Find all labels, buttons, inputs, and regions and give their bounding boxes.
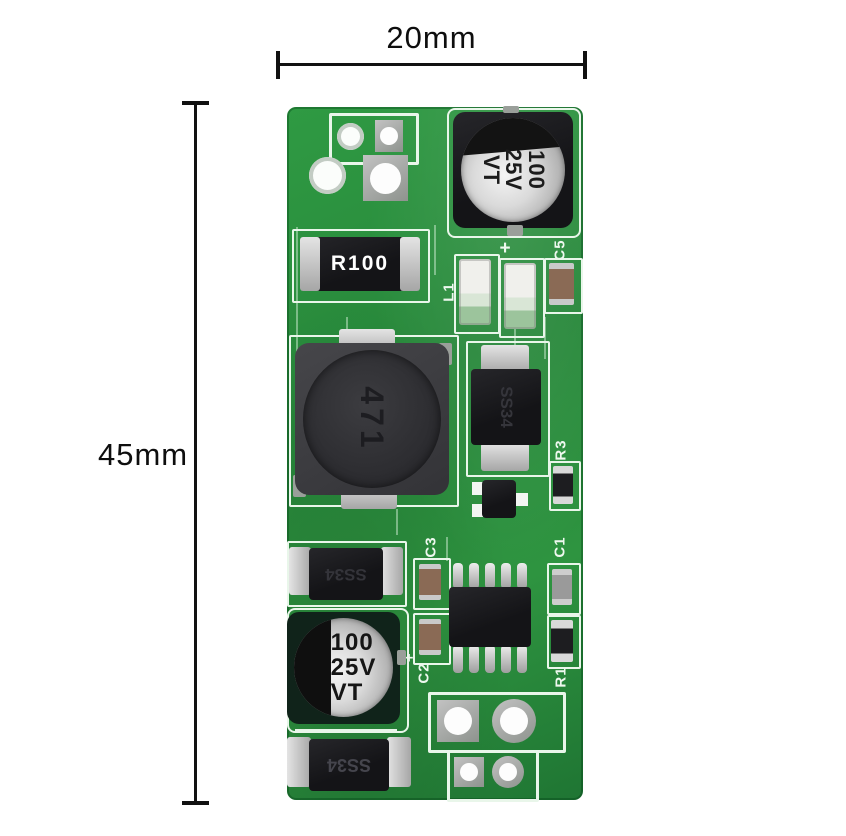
square-pad <box>375 120 403 152</box>
ic-pin <box>469 645 479 673</box>
square-pad <box>363 155 408 201</box>
square-pad <box>437 700 479 742</box>
height-dimension-line <box>194 104 197 804</box>
resistor-terminal <box>400 237 420 291</box>
sot23-pad <box>472 504 483 517</box>
resistor-silkscreen <box>549 461 581 511</box>
capacitor-lead <box>503 106 519 113</box>
diode-ss34-bottom: SS34 <box>309 739 389 791</box>
round-pad <box>492 756 524 788</box>
ic-pin <box>517 563 527 589</box>
diode-marking: SS34 <box>497 386 516 428</box>
ic-pin <box>501 645 511 673</box>
capacitor-silkscreen <box>547 563 581 615</box>
electrolytic-capacitor-bottom: 100 25V VT <box>287 612 400 724</box>
electrolytic-capacitor-top: 100 25V VT <box>453 112 573 228</box>
through-hole-pad <box>337 123 364 150</box>
ic-pin <box>517 645 527 673</box>
resistor-terminal <box>300 237 320 291</box>
resistor-r100: R100 <box>300 237 420 291</box>
smd-led <box>504 263 536 329</box>
capacitor-rating-text: 100 25V VT <box>331 630 377 706</box>
ic-pin <box>453 563 463 589</box>
round-pad <box>492 699 536 743</box>
pad-hole <box>499 763 517 781</box>
connector-silkscreen-bottom-small <box>447 750 539 802</box>
width-dimension-cap-right <box>583 51 587 79</box>
resistor-marking: R100 <box>330 252 390 275</box>
ic-pin <box>501 563 511 589</box>
pcb-board: 100 25V VT R100 + C5 L1 <box>287 106 583 802</box>
capacitor-rating-text: 100 25V VT <box>461 118 565 222</box>
inductor-top-face: 471 <box>303 350 441 488</box>
diode-terminal <box>387 737 411 787</box>
height-dimension-cap-top <box>182 101 209 105</box>
capacitor-series: VT <box>478 154 504 186</box>
resistor-silkscreen <box>547 615 581 669</box>
diode-ss34-left: SS34 <box>309 548 383 600</box>
diode-silkscreen <box>466 341 550 477</box>
height-dimension-label: 45mm <box>98 437 189 472</box>
ic-pin <box>485 645 495 673</box>
pad-hole <box>370 163 401 194</box>
diode-silkscreen-line <box>295 729 397 732</box>
smd-resistor-r1 <box>551 620 573 662</box>
refdes-c2: C2 <box>415 662 433 684</box>
pad-hole <box>444 707 472 735</box>
smd-capacitor-c2 <box>419 619 441 655</box>
diode-ss34-right: SS34 <box>471 369 541 445</box>
sot23-pad <box>472 482 483 495</box>
power-inductor: 471 <box>295 343 449 495</box>
polarity-plus-mark: + <box>499 238 511 259</box>
inductor-marking: 471 <box>354 386 391 452</box>
ic-pin <box>453 645 463 673</box>
polarity-plus-mark: + <box>404 649 414 667</box>
refdes-r3: R3 <box>552 439 570 461</box>
capacitor-top-face: 100 25V VT <box>294 618 393 717</box>
sot23-pad <box>515 493 528 506</box>
capacitor-value: 100 <box>330 628 374 656</box>
smd-led <box>459 259 491 325</box>
diode-silkscreen <box>287 541 407 607</box>
capacitor-series: VT <box>330 679 364 707</box>
capacitor-value: 100 <box>523 150 549 190</box>
capacitor-voltage: 25V <box>330 653 377 681</box>
capacitor-polarity-stripe <box>294 618 331 717</box>
ic-pin <box>469 563 479 589</box>
diode-terminal <box>287 737 311 787</box>
sot23-transistor <box>482 480 516 518</box>
capacitor-voltage: 25V <box>501 148 527 192</box>
width-dimension-line <box>278 63 585 66</box>
pad-hole <box>380 127 398 145</box>
pad-hole <box>500 707 528 735</box>
diode-marking: SS34 <box>325 565 367 584</box>
smd-resistor-r3 <box>553 466 573 504</box>
height-dimension-cap-bottom <box>182 801 209 805</box>
diode-terminal <box>481 345 529 373</box>
diode-terminal <box>481 443 529 471</box>
diode-terminal <box>289 547 311 595</box>
refdes-c3: C3 <box>422 536 440 558</box>
smd-capacitor-c3 <box>419 564 441 600</box>
diode-marking: SS34 <box>326 755 372 776</box>
capacitor-lead <box>507 225 523 236</box>
pad-hole <box>460 763 478 781</box>
width-dimension-cap-left <box>276 51 280 79</box>
capacitor-silkscreen <box>413 558 451 610</box>
refdes-r1: R1 <box>552 666 570 688</box>
diode-terminal <box>381 547 403 595</box>
controller-ic <box>449 587 531 647</box>
capacitor-silkscreen <box>544 258 583 314</box>
smd-capacitor-c5 <box>549 263 574 305</box>
square-pad <box>454 757 484 787</box>
resistor-silkscreen <box>292 229 430 303</box>
smd-capacitor-c1 <box>552 569 572 605</box>
through-hole-pad <box>309 157 346 194</box>
width-dimension-label: 20mm <box>386 20 477 55</box>
refdes-c1: C1 <box>551 536 569 558</box>
capacitor-top-face: 100 25V VT <box>461 118 565 222</box>
ic-pin <box>485 563 495 589</box>
capacitor-lead <box>397 650 406 665</box>
